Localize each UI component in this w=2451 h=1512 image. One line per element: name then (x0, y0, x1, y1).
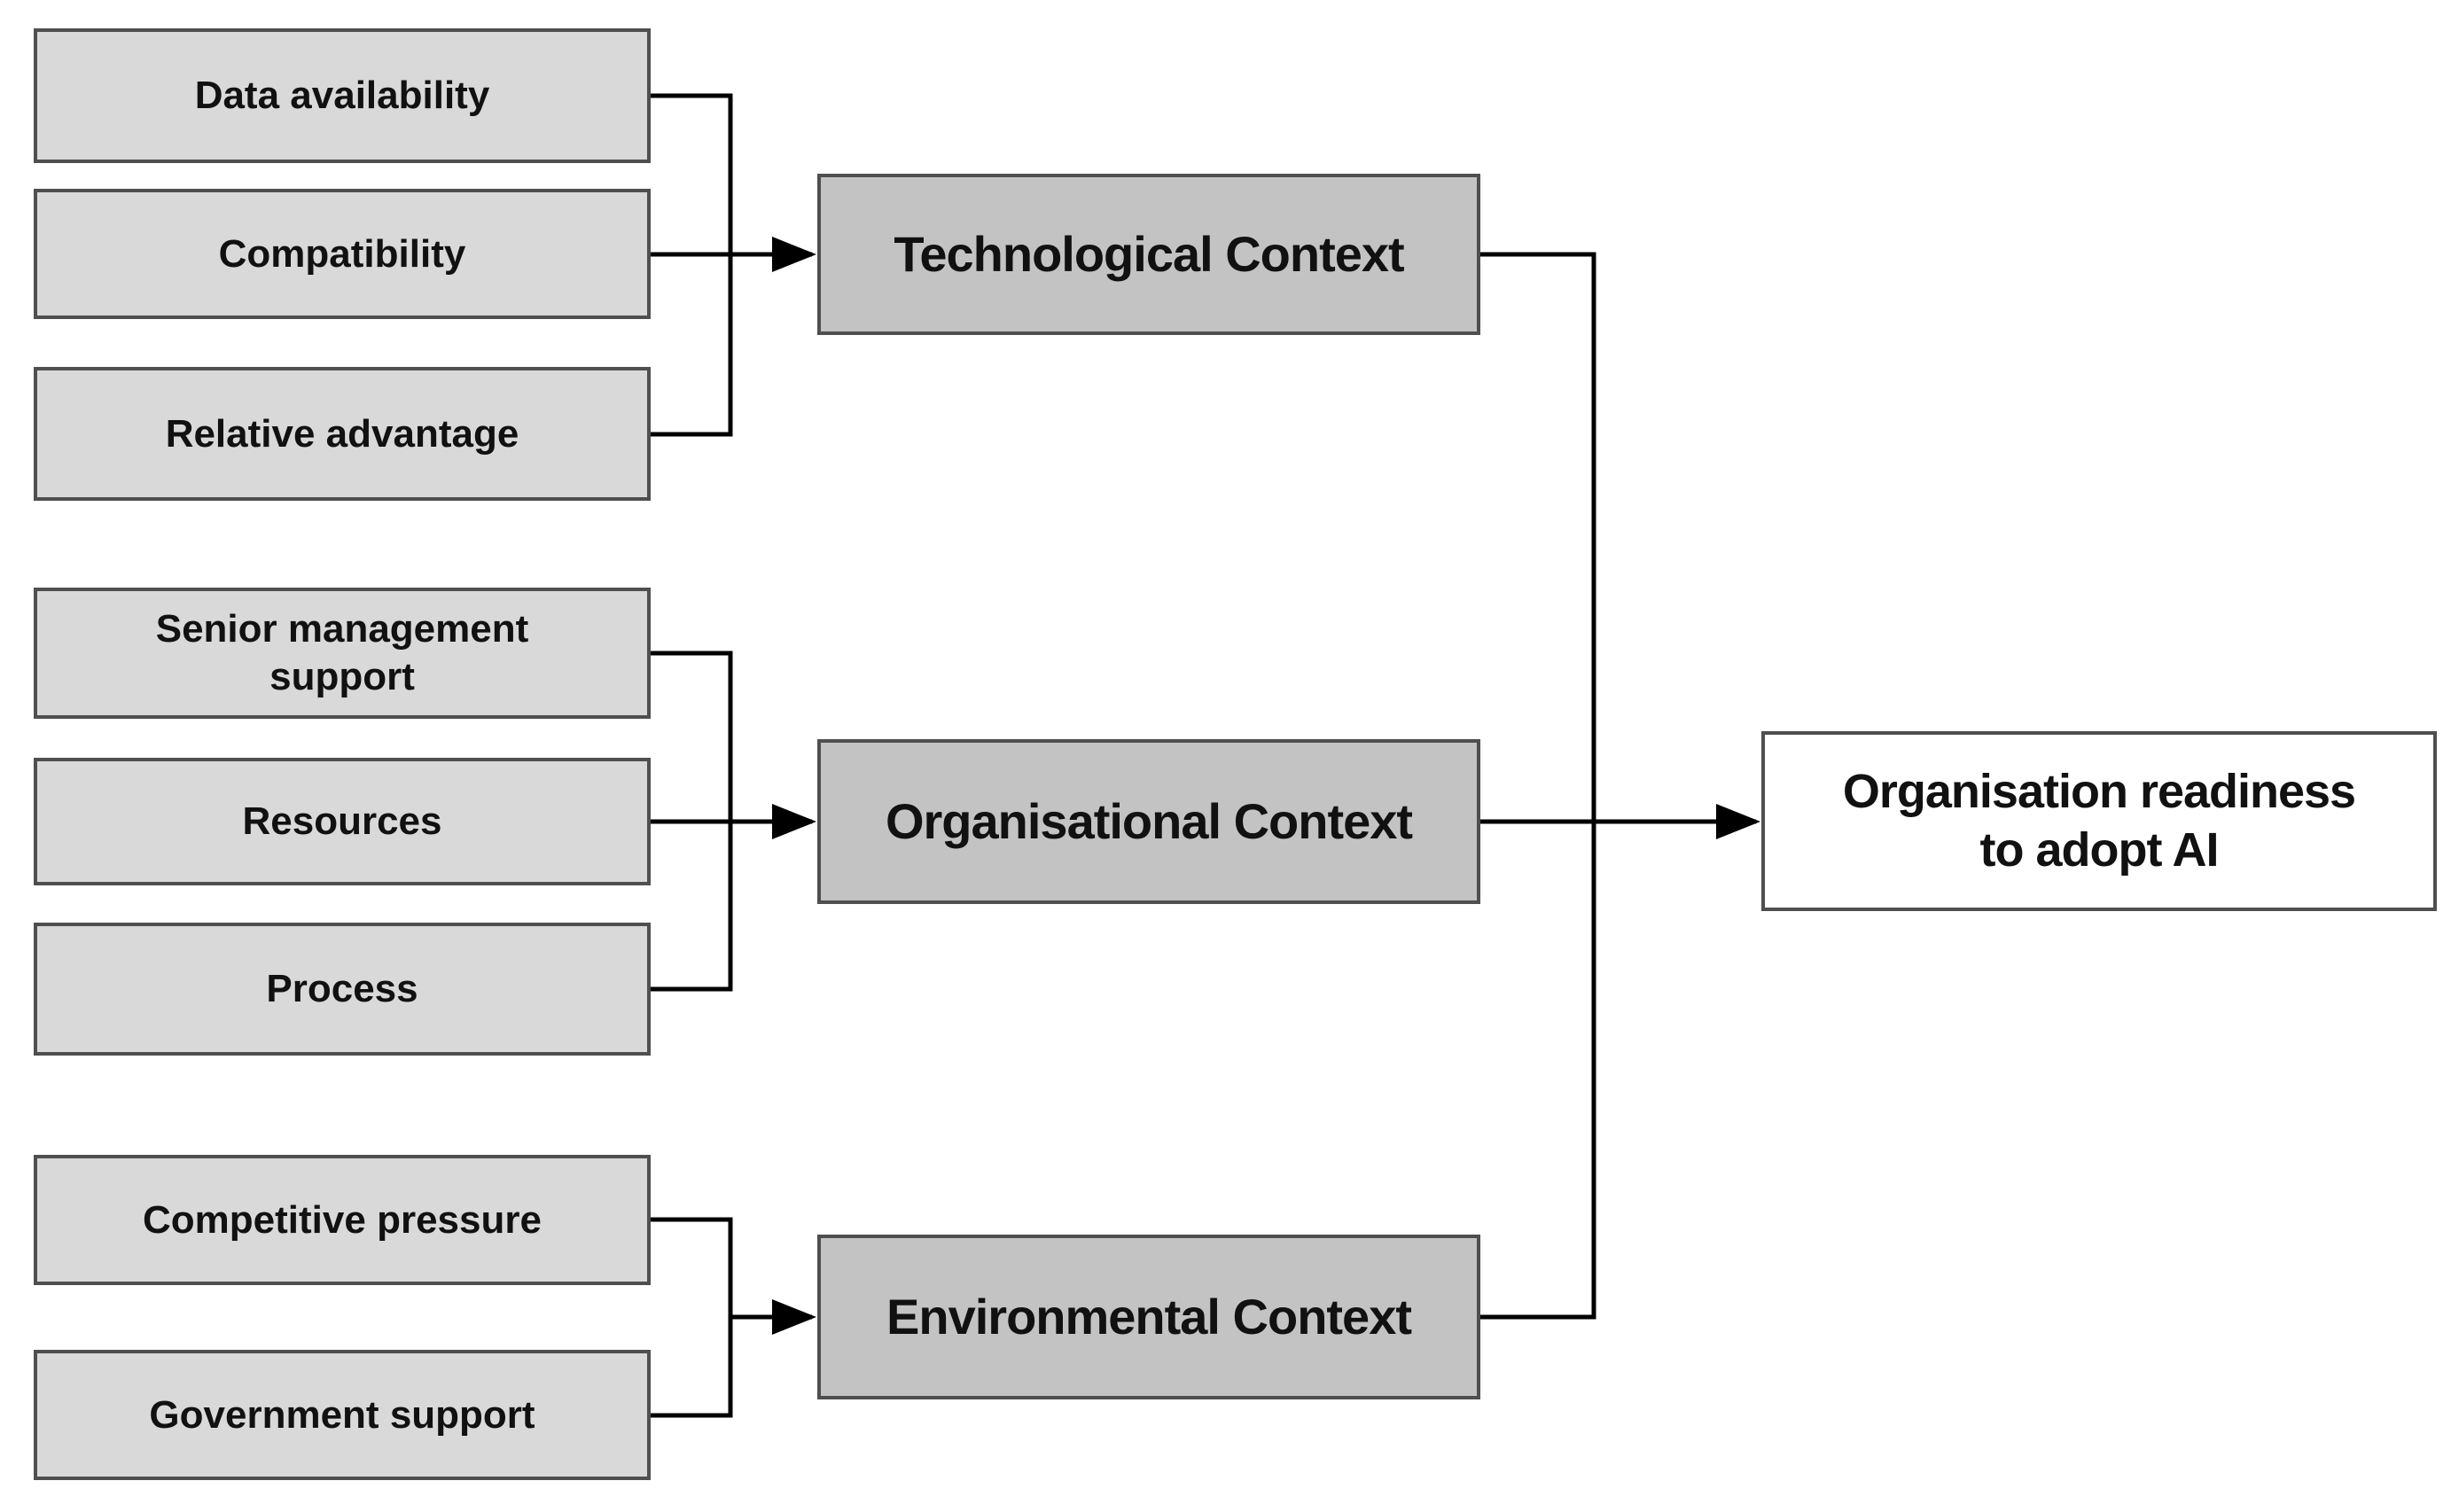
factor-box-competitive-pressure: Competitive pressure (34, 1155, 651, 1285)
factor-label: Process (266, 967, 418, 1011)
factor-box-government-support: Government support (34, 1350, 651, 1480)
context-label: Environmental Context (886, 1288, 1412, 1344)
factor-label: Relative advantage (165, 411, 519, 456)
factor-label: Competitive pressure (143, 1197, 542, 1242)
outcome-box-organisation-readiness: Organisation readiness to adopt AI (1761, 731, 2437, 911)
factor-box-data-availability: Data availability (34, 28, 651, 163)
outcome-label: Organisation readiness to adopt AI (1842, 764, 2356, 877)
factor-label: Data availability (194, 74, 490, 118)
factor-box-senior-management-support: Senior management support (34, 588, 651, 719)
factor-label: Resources (242, 799, 442, 844)
factor-label: Government support (149, 1392, 535, 1437)
factor-box-compatibility: Compatibility (34, 189, 651, 319)
context-box-technological: Technological Context (817, 174, 1480, 335)
factor-box-relative-advantage: Relative advantage (34, 367, 651, 501)
context-box-environmental: Environmental Context (817, 1235, 1480, 1399)
env-collector-line (651, 1217, 733, 1418)
factor-box-resources: Resources (34, 758, 651, 885)
context-label: Organisational Context (885, 792, 1413, 849)
tech-collector-line (651, 93, 733, 437)
context-box-organisational: Organisational Context (817, 739, 1480, 904)
factor-label: Senior management support (155, 607, 529, 698)
factor-box-process: Process (34, 923, 651, 1056)
context-label: Technological Context (894, 225, 1404, 282)
context-trunk-line (1480, 252, 1596, 1320)
factor-label: Compatibility (218, 231, 466, 276)
